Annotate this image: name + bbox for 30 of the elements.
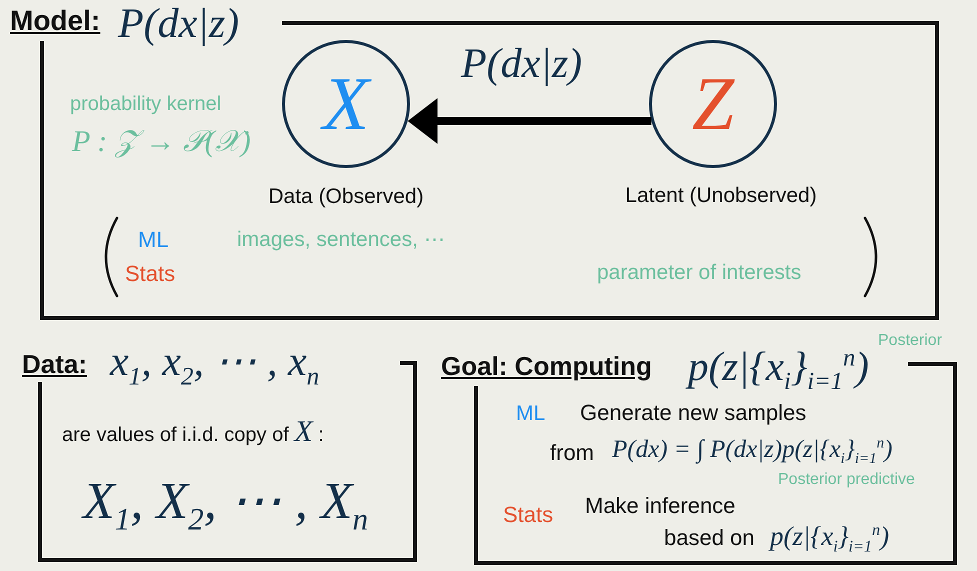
annotation: Posterior predictive — [778, 471, 915, 490]
category-label: ML — [516, 402, 546, 426]
annotation: parameter of interests — [597, 261, 802, 286]
variable-symbol: X — [322, 66, 370, 142]
formula: P(dx) = ∫ P(dx|z)p(z|{x$_{i}$}$_{i=1}$$^{n}$) — [612, 436, 892, 465]
formula: P : 𝒵 → 𝒫(𝒳) — [72, 125, 251, 160]
formula: X$_{1}$, X$_{2}$, ⋯ , X$_{n}$ — [83, 472, 368, 532]
panel-heading: Model: — [10, 5, 100, 38]
variable-circle — [649, 40, 777, 168]
category-label: ML — [138, 227, 169, 252]
variable-symbol: Z — [692, 66, 734, 142]
annotation: probability kernel — [70, 93, 222, 116]
formula: p(z|{x$_{i}$}$_{i=1}$$^{n}$) — [770, 521, 890, 552]
variable-circle — [282, 40, 410, 168]
arrow — [408, 98, 652, 144]
node-caption: Latent (Unobserved) — [624, 184, 818, 208]
description-text: Generate new samples — [580, 400, 806, 426]
annotation: Posterior — [878, 332, 942, 350]
category-label: Stats — [125, 261, 176, 286]
formula: P(dx|z) — [118, 0, 240, 48]
formula: x$_{1}$, x$_{2}$, ⋯ , x$_{n}$ — [110, 338, 320, 386]
panel-heading: Data: — [22, 350, 88, 380]
description-text: Make inference — [585, 493, 736, 518]
description-text: from — [550, 440, 594, 466]
description-text: based on — [664, 525, 755, 550]
annotation: images, sentences, ⋯ — [237, 228, 445, 252]
formula: p(z|{x$_{i}$}$_{i=1}$$^{n}$) — [688, 343, 869, 390]
panel-heading: Goal: Computing — [441, 352, 652, 382]
node-caption: Data (Observed) — [267, 185, 425, 210]
category-label: Stats — [503, 502, 554, 528]
